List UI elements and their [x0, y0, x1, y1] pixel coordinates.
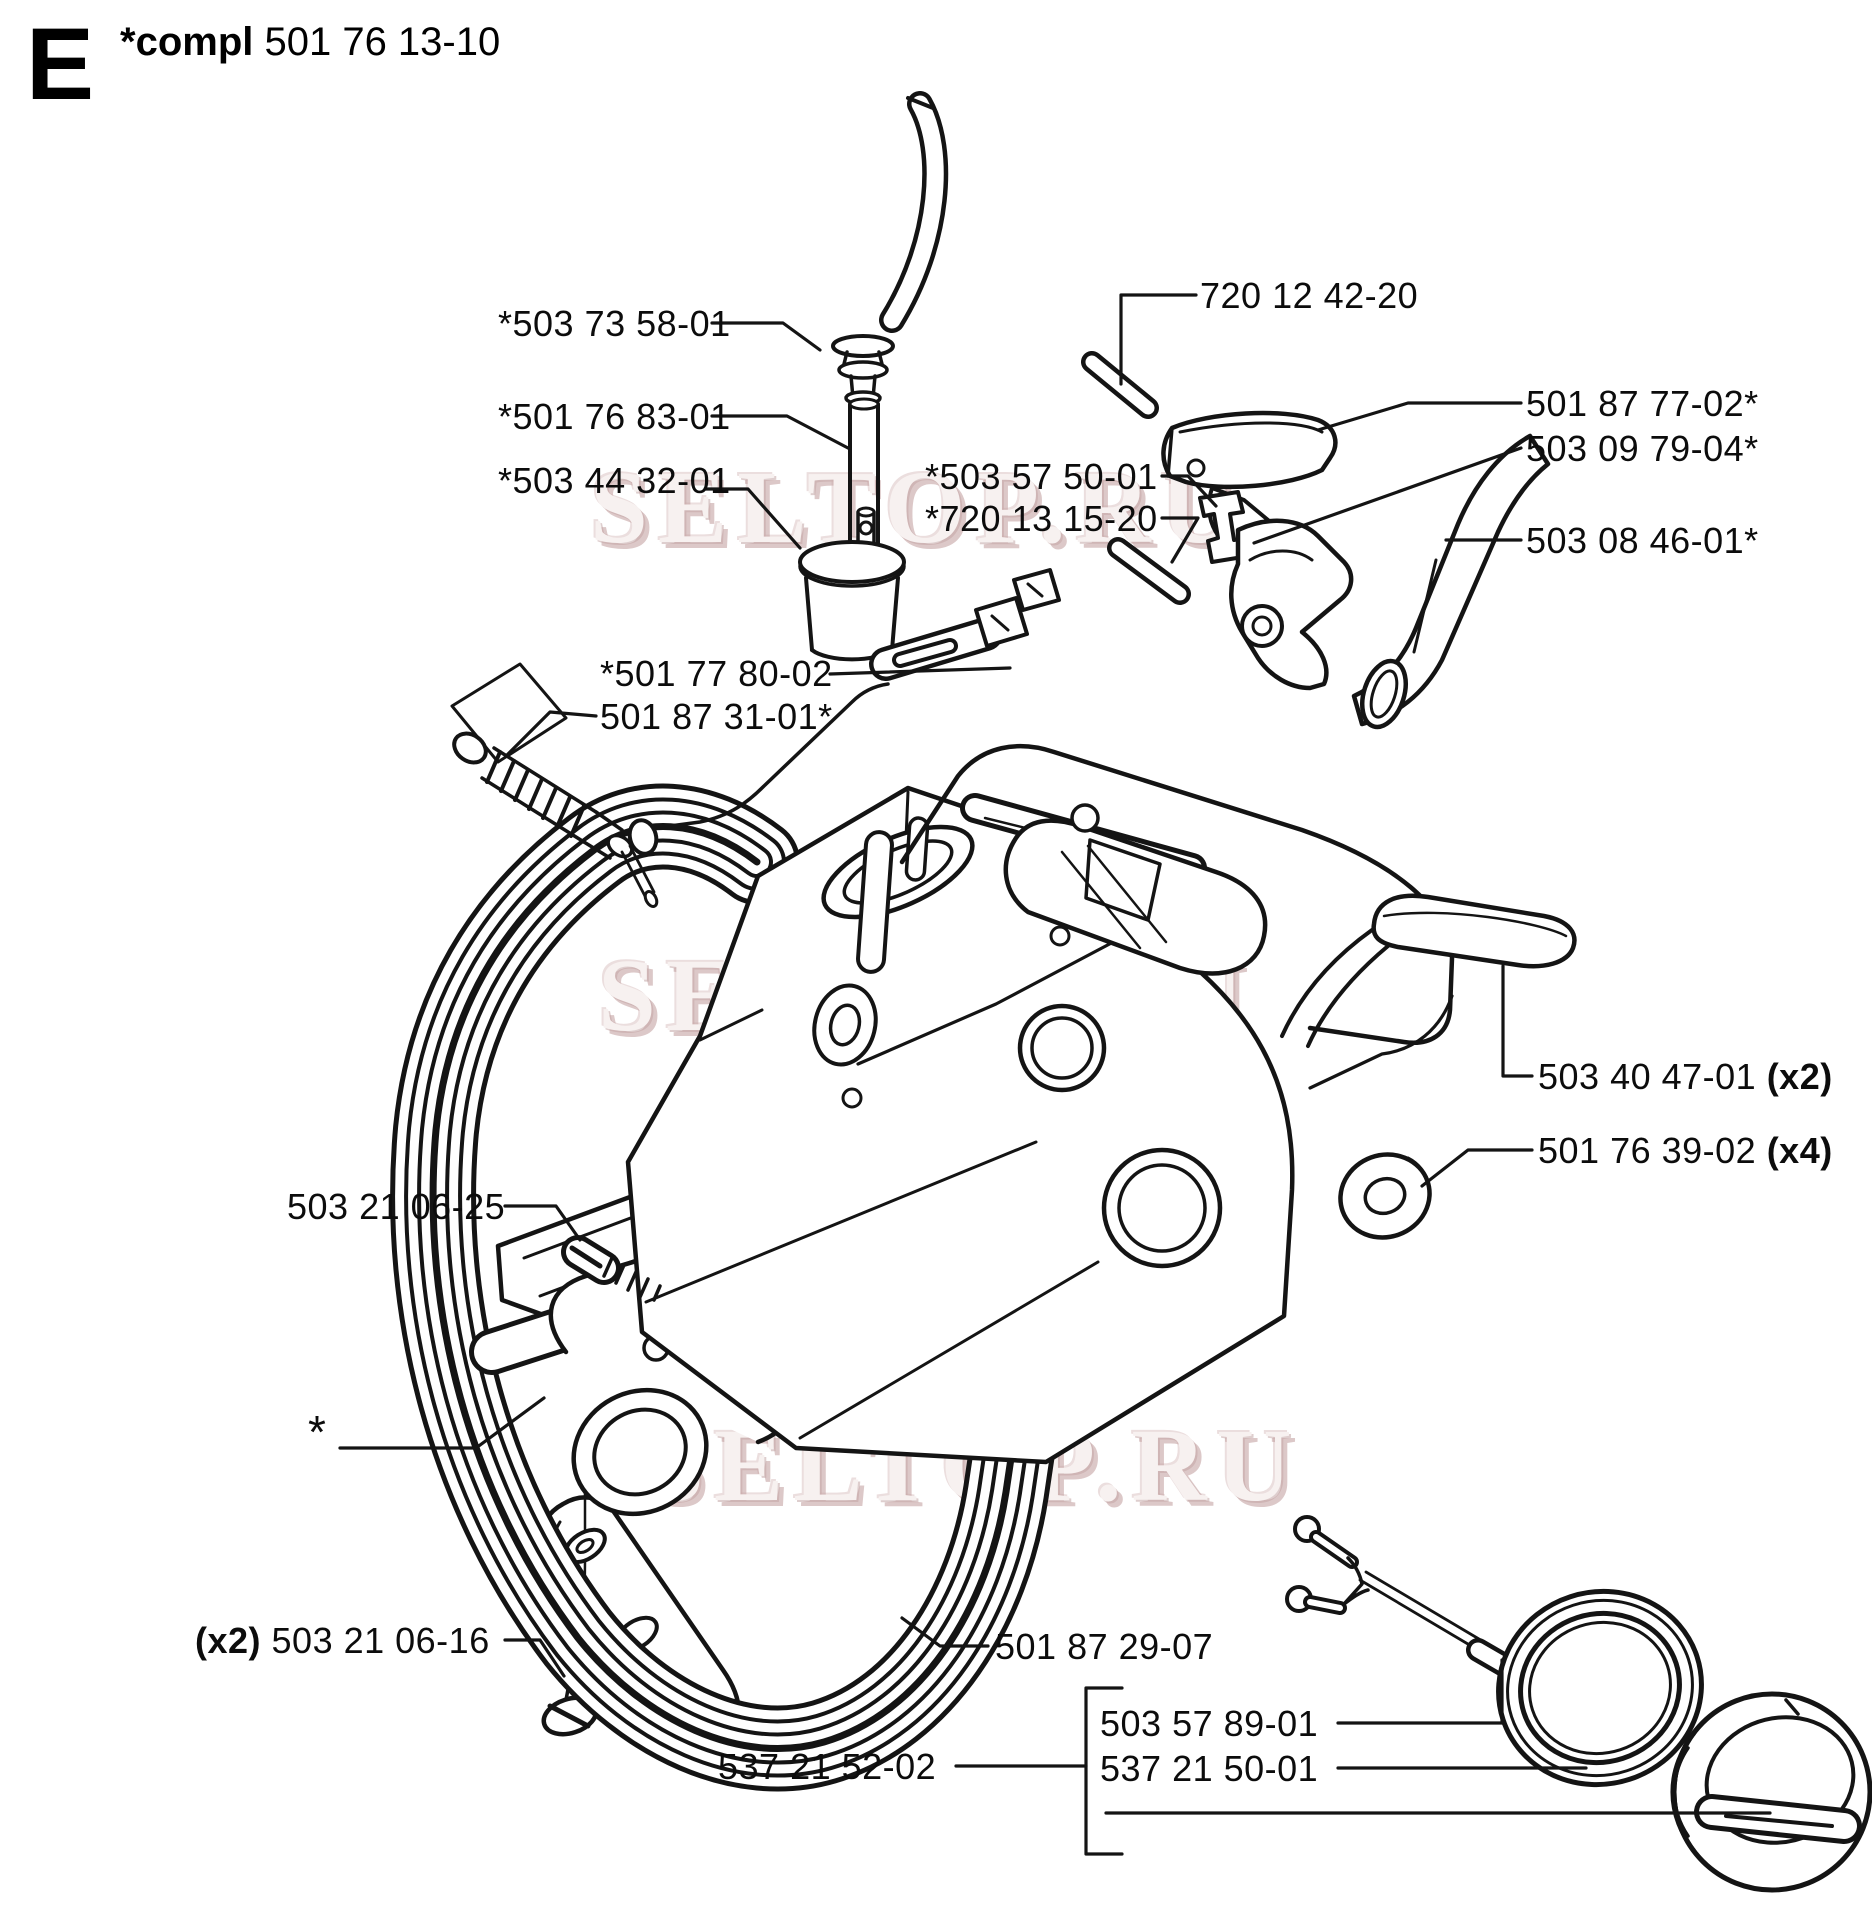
front-handle-loop-drawing — [390, 783, 1057, 1792]
part-number-text: (x2) — [1766, 1056, 1833, 1097]
part-number-text: * — [308, 1406, 327, 1458]
part-number-text: 503 21 06-16 — [271, 1620, 490, 1661]
leader-line-l12 — [1501, 964, 1534, 1078]
part-label-l1: *503 73 58-01 — [498, 305, 731, 343]
part-number-text: *503 57 50-01 — [925, 456, 1158, 497]
part-label-l16: (x2) 503 21 06-16 — [195, 1622, 490, 1660]
leader-line-l2 — [710, 414, 850, 450]
pin-720-13-15-20-drawing — [1107, 537, 1191, 605]
part-label-l2: *501 76 83-01 — [498, 398, 731, 436]
leader-line-l3 — [703, 487, 802, 550]
part-number-text: 537 21 50-01 — [1100, 1748, 1319, 1789]
part-label-l15: * — [308, 1408, 326, 1456]
part-number-text: *720 13 15-20 — [925, 498, 1158, 539]
fuel-hose-drawing — [879, 91, 949, 333]
assembly-title-number: 501 76 13-10 — [253, 20, 501, 64]
rear-handle-drawing — [899, 744, 1577, 1090]
leader-line-l13 — [1420, 1148, 1534, 1188]
fuel-filter-drawing — [798, 506, 906, 662]
part-label-l20: 537 21 50-01 — [1100, 1750, 1318, 1788]
lockout-lever-drawing — [1229, 518, 1354, 691]
part-label-l10: *501 77 80-02 — [600, 655, 833, 693]
part-number-text: *503 73 58-01 — [498, 303, 731, 344]
part-label-l6: 503 09 79-04* — [1526, 430, 1759, 468]
part-label-l4: 720 12 42-20 — [1200, 277, 1418, 315]
fuel-cap-drawing — [1670, 1691, 1872, 1893]
part-label-l14: 503 21 06-25 — [287, 1188, 505, 1226]
side-plate-drawing — [1351, 433, 1551, 730]
part-number-text: 501 76 39-02 — [1538, 1130, 1767, 1171]
part-number-text: *503 44 32-01 — [498, 460, 731, 501]
part-number-text: 537 21 52-02 — [718, 1746, 937, 1787]
leader-line-l10 — [828, 666, 1012, 676]
leader-line-l14 — [503, 1204, 582, 1242]
part-label-l18: 537 21 52-02 — [718, 1748, 936, 1786]
fuel-tank-body-drawing — [625, 785, 1295, 1465]
leader-line-l11 — [504, 710, 598, 758]
part-label-l8: *503 57 50-01 — [925, 458, 1158, 496]
part-number-text: 503 57 89-01 — [1100, 1703, 1319, 1744]
part-number-text: (x4) — [1766, 1130, 1833, 1171]
leader-line-l6 — [1252, 446, 1523, 545]
part-label-l11: 501 87 31-01* — [600, 698, 833, 736]
leader-line-l15 — [338, 1396, 546, 1450]
part-number-text: 501 87 77-02* — [1526, 383, 1759, 424]
leader-line-l5 — [1316, 401, 1523, 432]
part-label-l5: 501 87 77-02* — [1526, 385, 1759, 423]
leader-line-l19 — [1336, 1658, 1504, 1725]
part-number-text: 503 40 47-01 — [1538, 1056, 1767, 1097]
screw-upper-drawing — [561, 1235, 662, 1302]
leader-line-l16 — [503, 1638, 566, 1678]
leader-line-l1 — [710, 321, 822, 352]
leader-line-group-bracket — [1084, 1686, 1124, 1856]
part-number-text: 720 12 42-20 — [1200, 275, 1419, 316]
part-label-l13: 501 76 39-02 (x4) — [1538, 1132, 1833, 1170]
assembly-title: *compl 501 76 13-10 — [120, 20, 500, 65]
leader-line-l17 — [900, 1616, 990, 1648]
damper-bushing-drawing — [1338, 1152, 1432, 1240]
assembly-title-prefix: *compl — [120, 20, 254, 64]
part-number-text: 501 87 29-07 — [995, 1626, 1214, 1667]
section-letter: E — [26, 7, 95, 121]
leader-line-l9 — [1160, 516, 1200, 564]
part-number-text: 503 21 06-25 — [287, 1186, 506, 1227]
part-label-l7: 503 08 46-01* — [1526, 522, 1759, 560]
part-number-text: 503 09 79-04* — [1526, 428, 1759, 469]
part-number-text: 501 87 31-01* — [600, 696, 833, 737]
part-label-l9: *720 13 15-20 — [925, 500, 1158, 538]
part-label-l17: 501 87 29-07 — [995, 1628, 1213, 1666]
part-number-text: 503 08 46-01* — [1526, 520, 1759, 561]
part-label-l12: 503 40 47-01 (x2) — [1538, 1058, 1833, 1096]
part-number-text: (x2) — [195, 1620, 272, 1661]
part-label-l3: *503 44 32-01 — [498, 462, 731, 500]
part-label-l19: 503 57 89-01 — [1100, 1705, 1318, 1743]
throttle-rod-assembly-drawing — [450, 568, 1061, 908]
part-number-text: *501 76 83-01 — [498, 396, 731, 437]
leader-line-l4 — [1119, 293, 1198, 386]
part-number-text: *501 77 80-02 — [600, 653, 833, 694]
leader-line-l8 — [1160, 474, 1218, 508]
